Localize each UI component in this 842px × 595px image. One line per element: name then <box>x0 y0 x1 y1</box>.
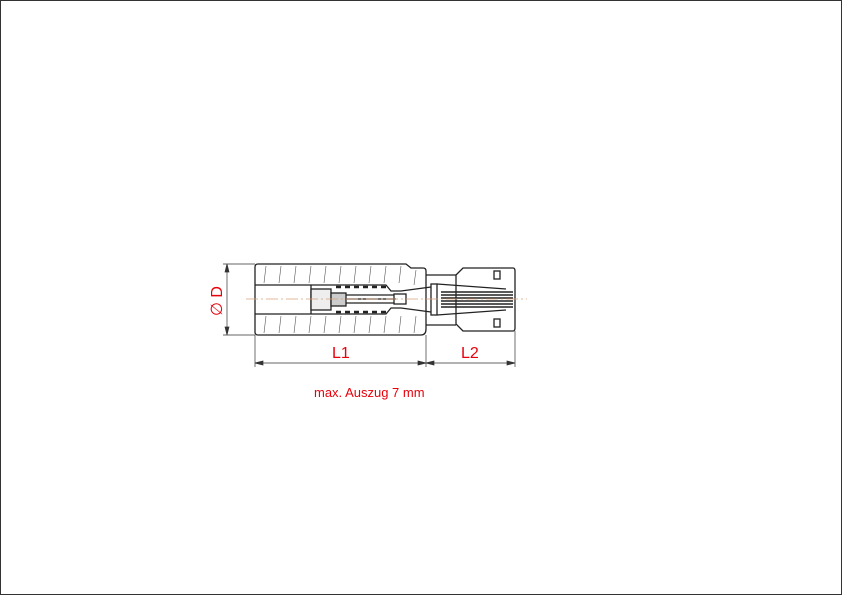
dimension-lines <box>223 263 516 367</box>
max-extension-note: max. Auszug 7 mm <box>314 385 425 400</box>
diameter-label: ∅ D <box>209 286 226 316</box>
l1-label: L1 <box>332 345 350 362</box>
hatching <box>263 265 417 334</box>
l2-label: L2 <box>461 345 479 362</box>
